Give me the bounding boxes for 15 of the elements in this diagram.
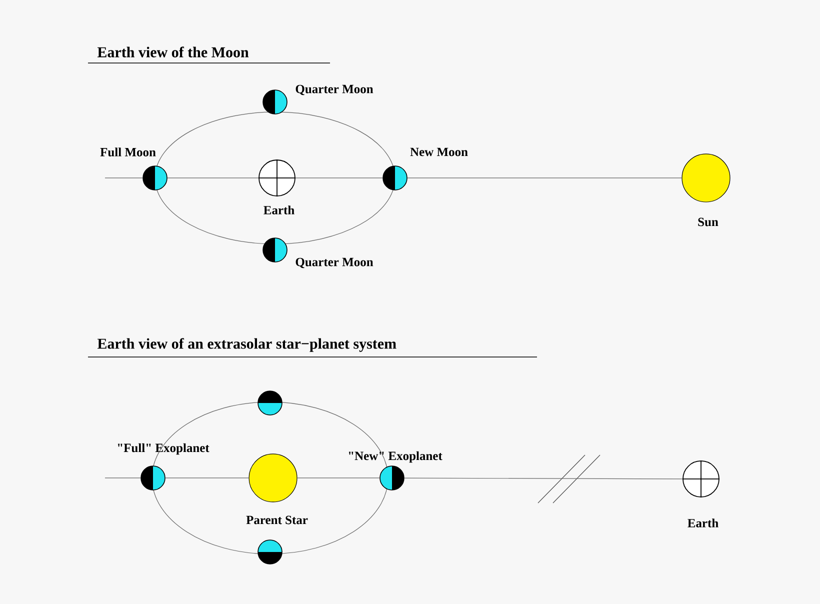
body-label: Full Moon <box>100 148 156 156</box>
sight-line <box>404 478 683 480</box>
body-label: Quarter Moon <box>296 258 374 268</box>
body-label: Earth <box>688 518 718 528</box>
section-heading: Earth view of an extrasolar star−planet system <box>88 338 538 358</box>
body-label: New Moon <box>410 148 468 156</box>
body-label: Sun <box>698 218 718 226</box>
planet-symbol <box>258 390 282 416</box>
body-label: "New" Exoplanet <box>349 451 442 463</box>
body-label: Parent Star <box>246 516 308 524</box>
body-label: "Full" Exoplanet <box>118 443 210 455</box>
body-label: Quarter Moon <box>296 84 374 96</box>
section-heading: Earth view of the Moon <box>88 46 330 64</box>
body-label: Earth <box>264 206 294 214</box>
planet-symbol <box>258 540 282 564</box>
